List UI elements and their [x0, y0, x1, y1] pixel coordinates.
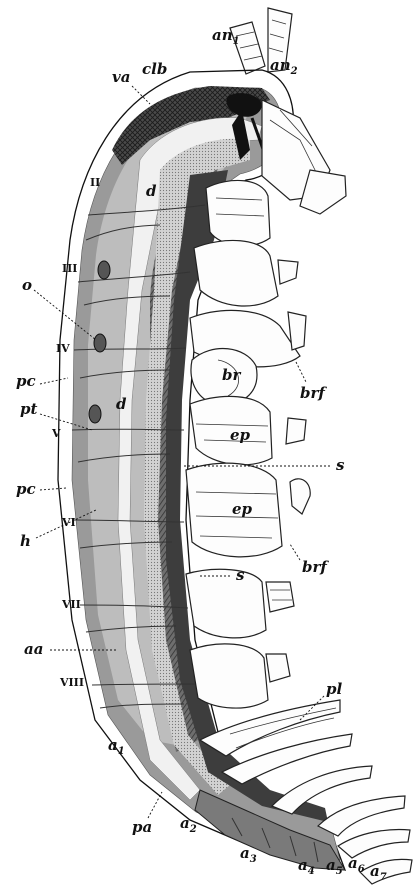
label-ep-lower: ep	[232, 500, 253, 518]
label-d-mid: d	[116, 395, 127, 413]
segment-label-III: III	[62, 262, 77, 275]
segment-label-IV: IV	[56, 342, 70, 355]
label-a6: a6	[348, 854, 365, 875]
label-s-upper: s	[336, 456, 345, 474]
label-brf-upper: brf	[300, 384, 327, 402]
label-aa: aa	[24, 640, 43, 658]
label-a1: a1	[108, 736, 125, 757]
label-br: br	[222, 366, 241, 384]
segment-label-II: II	[90, 176, 100, 189]
label-a2: a2	[180, 814, 197, 835]
label-pa: pa	[132, 818, 152, 836]
label-an2: an2	[270, 56, 298, 77]
segment-label-VII: VII	[61, 598, 81, 611]
segment-label-VI: VI	[61, 516, 76, 529]
label-pc-upper: pc	[16, 372, 36, 390]
label-a5: a5	[326, 856, 343, 877]
label-d-top: d	[146, 182, 157, 200]
label-brf-lower: brf	[302, 558, 329, 576]
label-pc-lower: pc	[16, 480, 36, 498]
label-o: o	[22, 276, 32, 294]
label-pt: pt	[20, 400, 37, 418]
label-pl: pl	[326, 680, 342, 698]
label-ep-upper: ep	[230, 426, 251, 444]
label-s-lower: s	[236, 566, 245, 584]
segment-label-V: V	[51, 427, 61, 440]
label-h: h	[20, 532, 31, 550]
label-clb: clb	[142, 60, 167, 78]
segment-label-VIII: VIII	[59, 676, 84, 689]
label-va: va	[112, 68, 130, 86]
